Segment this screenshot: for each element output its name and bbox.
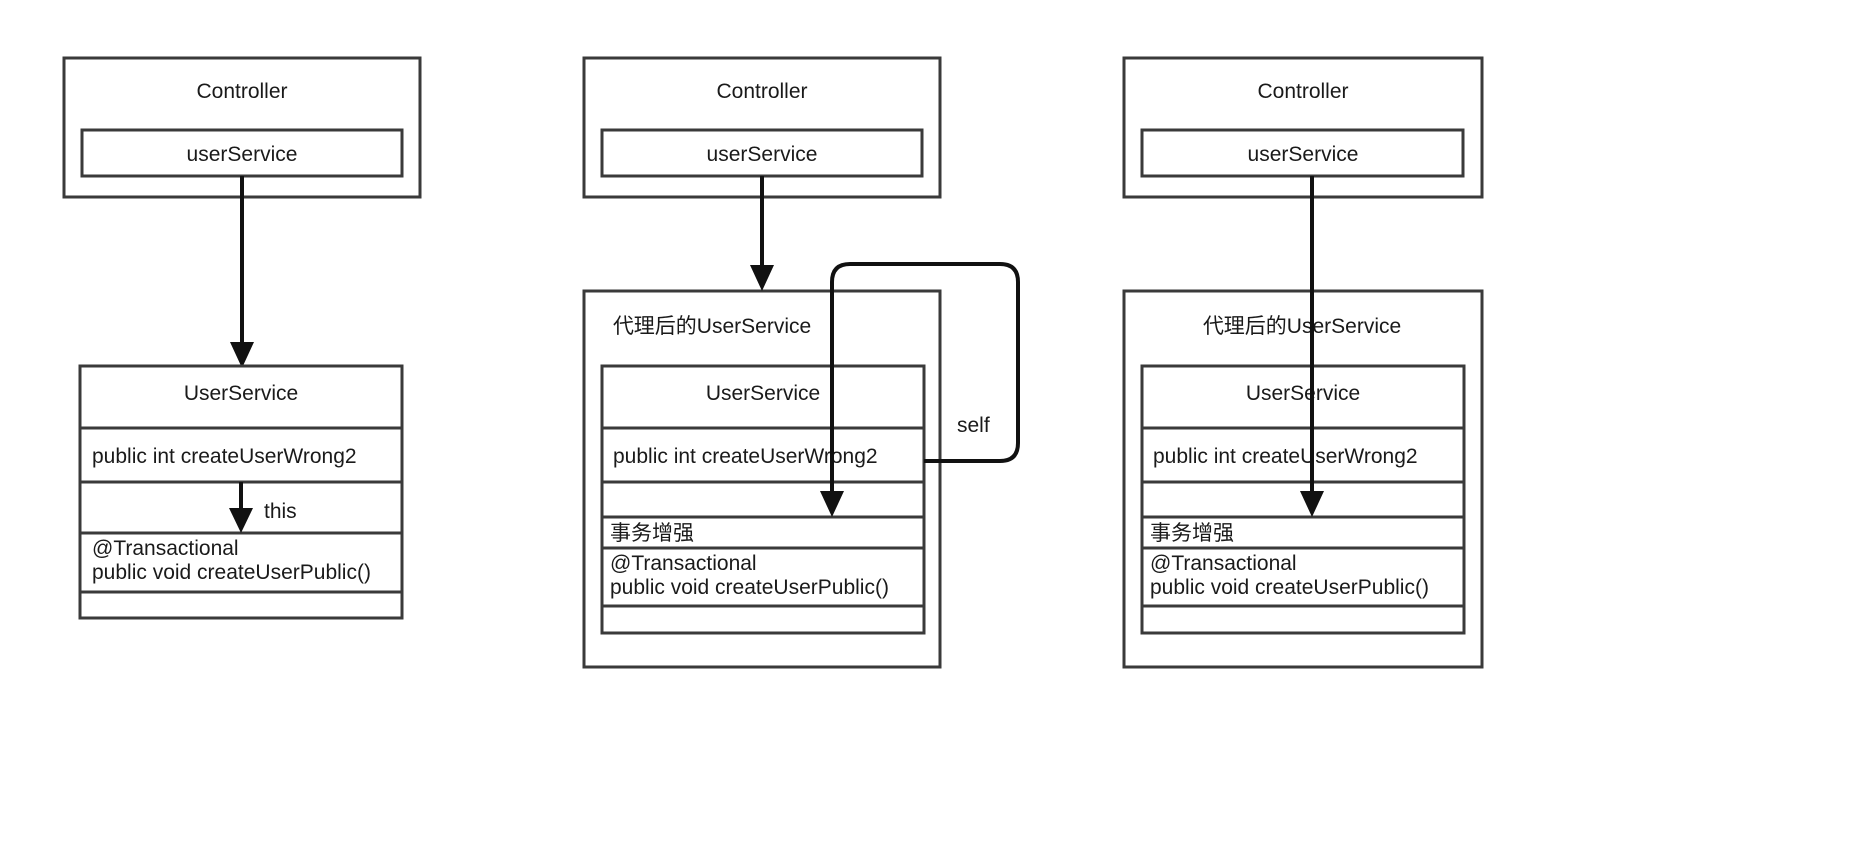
controller-field-box-2	[600, 128, 924, 178]
controller-field-label-1: userService	[187, 143, 298, 166]
userservice-title-3: UserService	[1246, 382, 1360, 405]
edge-controller-to-advice-3	[1300, 176, 1324, 517]
controller-title-3: Controller	[1257, 80, 1348, 103]
controller-field-label-3: userService	[1248, 143, 1359, 166]
proxy-title-3: 代理后的UserService	[1203, 315, 1401, 338]
edge-self-label-2: self	[957, 414, 990, 437]
edge-self-call-2: self	[820, 262, 1020, 517]
userservice-row-signature-3: public void createUserPublic()	[1150, 576, 1429, 599]
userservice-advice-label-3: 事务增强	[1150, 522, 1234, 545]
userservice-row-annotation-1: @Transactional	[92, 537, 239, 560]
userservice-row-annotation-2: @Transactional	[610, 552, 757, 575]
edge-this-call-1: this	[229, 482, 297, 533]
controller-title-2: Controller	[716, 80, 807, 103]
edge-this-label-1: this	[264, 500, 297, 523]
proxy-title-2: 代理后的UserService	[613, 315, 811, 338]
controller-box-2: Controller userService	[582, 56, 942, 199]
userservice-box-3: UserService public int createUserWrong2 …	[1140, 364, 1466, 635]
userservice-box-2: UserService public int createUserWrong2 …	[600, 364, 926, 635]
controller-title-1: Controller	[196, 80, 287, 103]
userservice-row-signature-1: public void createUserPublic()	[92, 561, 371, 584]
panel-2: Controller userService 代理后的UserService U…	[582, 56, 1020, 669]
controller-box-3: Controller userService	[1122, 56, 1484, 199]
edge-controller-to-service-1	[230, 176, 254, 368]
controller-box-1: Controller userService	[62, 56, 422, 199]
userservice-row-method-2: public int createUserWrong2	[613, 445, 878, 468]
userservice-advice-label-2: 事务增强	[610, 522, 694, 545]
userservice-row-method-3: public int createUserWrong2	[1153, 445, 1418, 468]
panel-1: Controller userService UserService publi…	[62, 56, 422, 620]
edge-controller-to-proxy-2	[750, 176, 774, 291]
userservice-row-signature-2: public void createUserPublic()	[610, 576, 889, 599]
userservice-row-method-1: public int createUserWrong2	[92, 445, 357, 468]
panel-3: Controller userService 代理后的UserService U…	[1122, 56, 1484, 669]
userservice-row-annotation-3: @Transactional	[1150, 552, 1297, 575]
userservice-title-2: UserService	[706, 382, 820, 405]
userservice-title-1: UserService	[184, 382, 298, 405]
controller-field-label-2: userService	[707, 143, 818, 166]
controller-field-box-3	[1140, 128, 1465, 178]
